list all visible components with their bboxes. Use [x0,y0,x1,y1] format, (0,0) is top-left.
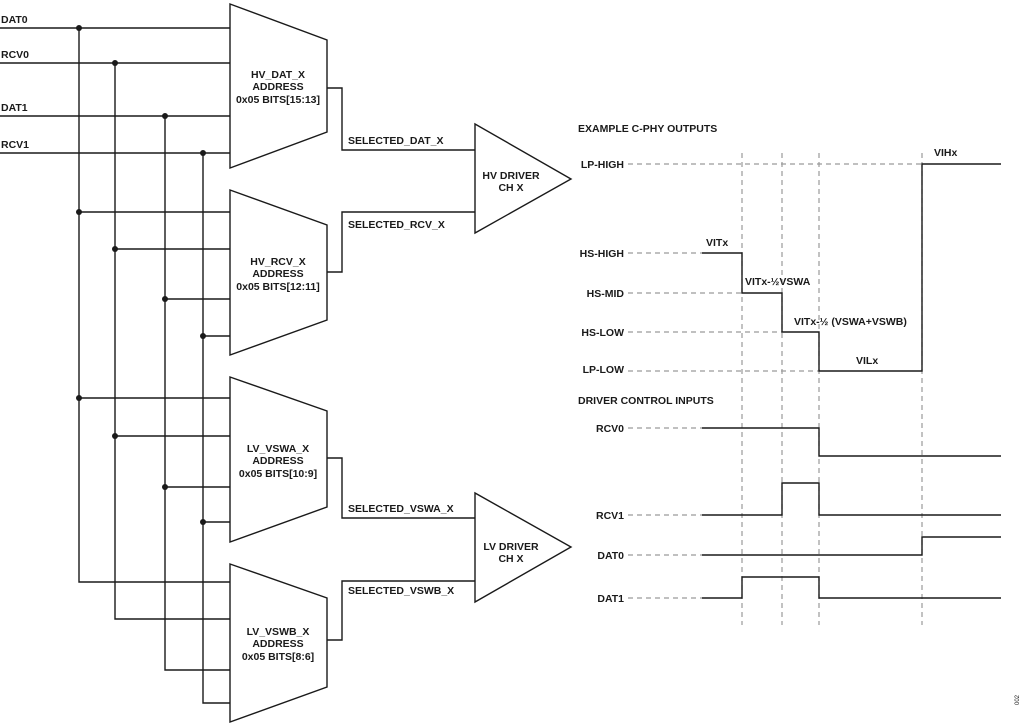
junction-dot [112,246,118,252]
control-waveform-rcv1 [702,482,1001,516]
level-label-hs-high: HS-HIGH [580,248,624,260]
input-bus [0,25,230,704]
mux-hv-rcv-bits: 0x05 BITS[12:11] [236,281,319,293]
hv-driver: HV DRIVER CH X [474,122,573,235]
figure-id: 002 [1015,694,1021,705]
junction-dot [76,209,82,215]
level-label-hs-low: HS-LOW [581,327,624,339]
lv-driver-channel: CH X [498,553,523,565]
selected-vswa-label: SELECTED_VSWA_X [348,503,454,515]
mux-hv-rcv-address: ADDRESS [252,268,303,280]
reference-dashes [628,153,923,625]
lv-driver: LV DRIVER CH X [474,491,573,604]
selected-vswb-label: SELECTED_VSWB_X [348,585,454,597]
input-label-rcv1: RCV1 [1,139,29,151]
level-label-hs-mid: HS-MID [587,288,625,300]
lv-driver-name: LV DRIVER [483,541,539,553]
mux-hv-dat-address: ADDRESS [252,81,303,93]
input-label-dat1: DAT1 [1,102,28,114]
control-waveform-dat0 [702,536,1001,556]
junction-dot [162,484,168,490]
mux-lv-vswb-bits: 0x05 BITS[8:6] [242,651,314,663]
mux-lv-vswb-address: ADDRESS [252,638,303,650]
input-label-dat0: DAT0 [1,14,28,26]
selected-rcv-label: SELECTED_RCV_X [348,219,445,231]
outputs-heading: EXAMPLE C-PHY OUTPUTS [578,123,717,135]
annotation-vihx: VIHx [934,147,958,159]
mux-lv-vswa: LV_VSWA_X ADDRESS 0x05 BITS[10:9] [229,376,328,543]
junction-dot [112,433,118,439]
control-waveform-rcv0 [702,427,1001,457]
junction-dot [162,296,168,302]
junction-dot [112,60,118,66]
junction-dot [200,150,206,156]
mux-lv-vswb: LV_VSWB_X ADDRESS 0x05 BITS[8:6] [229,563,328,723]
controls-heading: DRIVER CONTROL INPUTS [578,395,714,407]
output-waveform [702,163,1001,372]
selected-dat-label: SELECTED_DAT_X [348,135,444,147]
junction-dot [76,395,82,401]
annotation-vitx-half-vswa: VITx-½VSWA [745,276,811,288]
mux-hv-rcv: HV_RCV_X ADDRESS 0x05 BITS[12:11] [229,189,328,356]
junction-dot [200,519,206,525]
input-label-rcv0: RCV0 [1,49,29,61]
mux-hv-rcv-name: HV_RCV_X [250,256,305,268]
control-label-dat0: DAT0 [597,550,624,562]
junction-dot [200,333,206,339]
annotation-vitx: VITx [706,237,728,249]
control-waveform-dat1 [702,576,1001,599]
mux-lv-vswa-address: ADDRESS [252,455,303,467]
selected-signals [327,87,475,641]
mux-hv-dat-bits: 0x05 BITS[15:13] [236,94,320,106]
level-label-lp-high: LP-HIGH [581,159,624,171]
mux-lv-vswb-name: LV_VSWB_X [247,626,310,638]
mux-hv-dat: HV_DAT_X ADDRESS 0x05 BITS[15:13] [229,2,328,170]
junction-dot [162,113,168,119]
mux-lv-vswa-bits: 0x05 BITS[10:9] [239,468,317,480]
junction-dot [76,25,82,31]
mux-lv-vswa-name: LV_VSWA_X [247,443,309,455]
mux-hv-dat-name: HV_DAT_X [251,69,305,81]
level-label-lp-low: LP-LOW [583,364,624,376]
hv-driver-channel: CH X [498,182,523,194]
annotation-vitx-half-sum: VITx-½ (VSWA+VSWB) [794,316,907,328]
annotation-vilx: VILx [856,355,878,367]
control-label-rcv1: RCV1 [596,510,624,522]
control-label-rcv0: RCV0 [596,423,624,435]
control-label-dat1: DAT1 [597,593,624,605]
hv-driver-name: HV DRIVER [482,170,540,182]
